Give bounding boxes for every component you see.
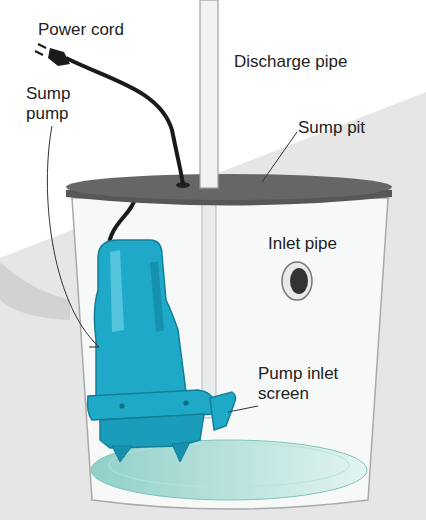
pump-shade [150,262,164,332]
pit-bottom-ring [109,443,349,487]
sump-pit-wall [72,198,388,509]
pit-lid [66,174,392,200]
leader-line [228,406,258,412]
pump-highlight [110,250,124,332]
part-label: Inlet pipe [268,234,368,254]
part-label: Power cord [38,20,158,40]
pit-water [91,440,367,500]
pump-bolt [184,401,189,406]
inlet-pipe-opening [290,268,308,294]
part-label: Sump pit [298,118,398,138]
discharge-pipe [200,0,218,188]
leader-line [262,132,297,182]
floor-shadow [0,262,70,320]
part-label: Pump inlet screen [258,364,358,404]
discharge-pipe-inside [202,198,216,418]
pump-motor-housing [94,240,186,396]
pump-feet [112,442,190,462]
leader-line [47,126,98,346]
part-label: Sump pump [26,84,86,124]
plug-prongs [35,44,46,55]
part-label: Discharge pipe [234,52,384,72]
inlet-pipe [282,262,312,300]
leader-arrowhead [89,340,99,347]
power-plug [48,48,70,66]
power-cord [66,58,183,185]
pump-bolt [120,404,125,409]
